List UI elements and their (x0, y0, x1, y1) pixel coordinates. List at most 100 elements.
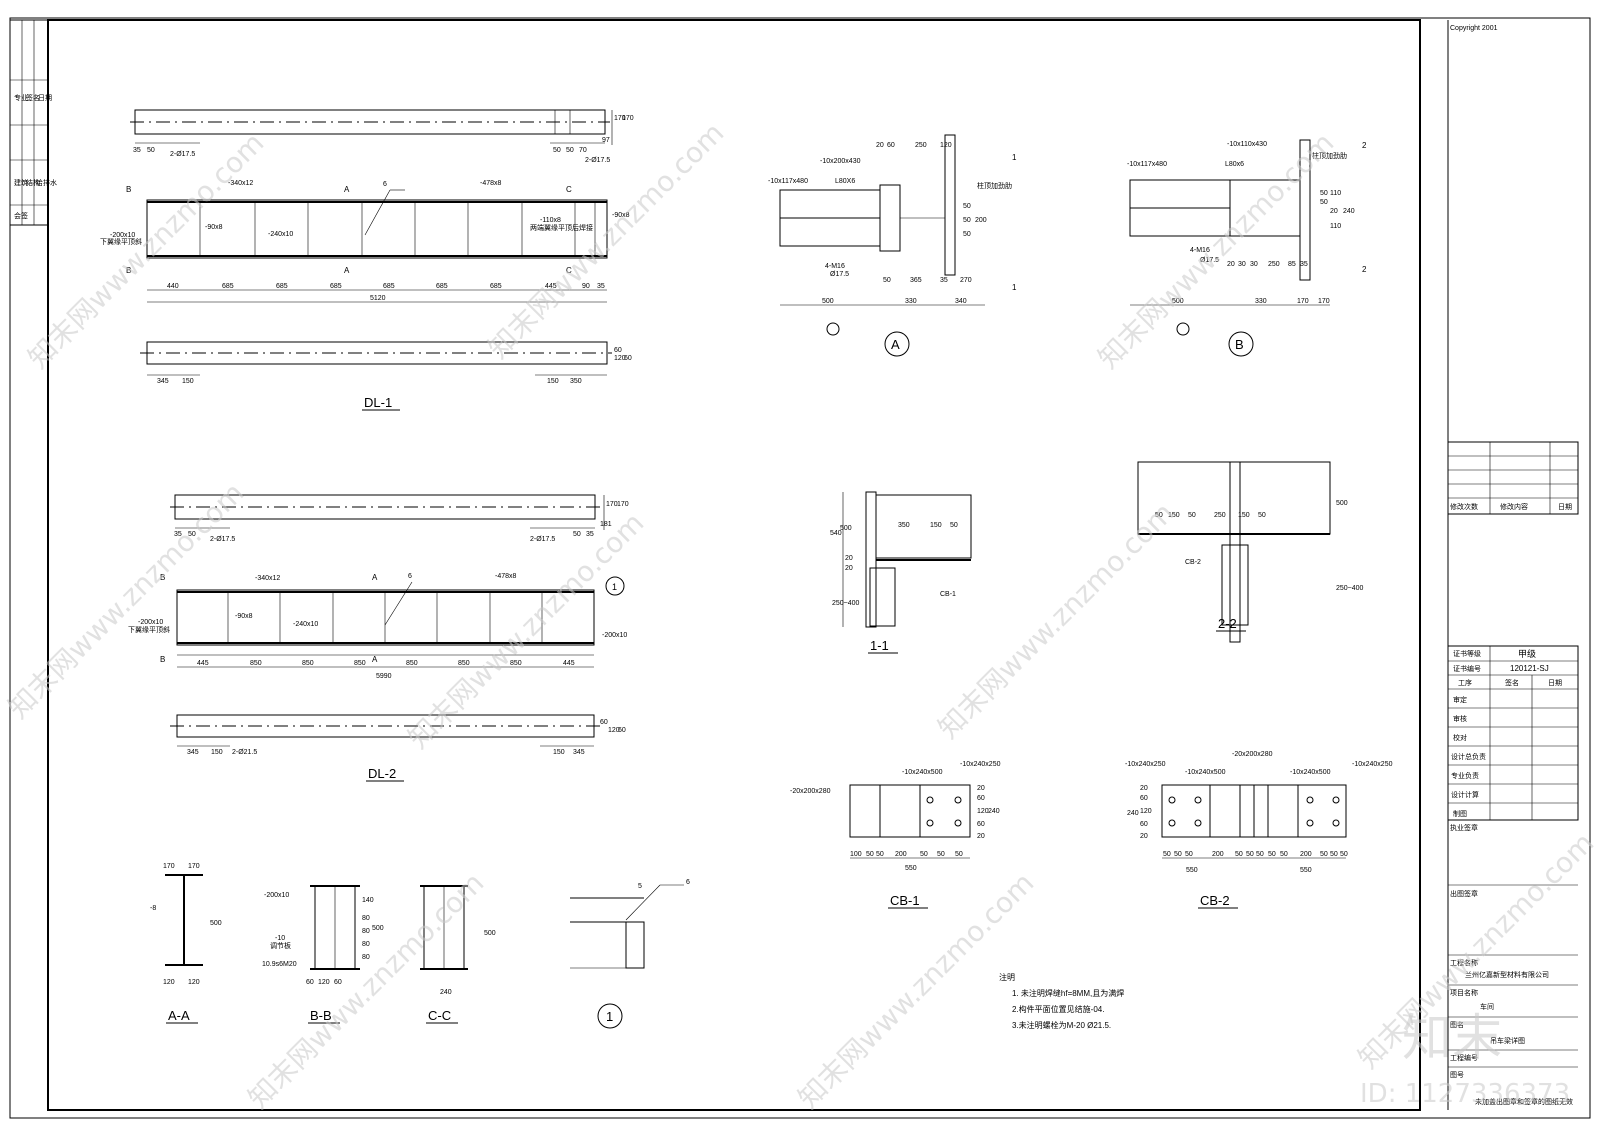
section-bb-title: B-B (310, 1008, 332, 1023)
strip-label: 专业 (14, 93, 28, 102)
dim: 50 (883, 277, 891, 284)
dim: 50 (1188, 512, 1196, 519)
brand-watermark: 知末网www.znzmo.com (22, 126, 271, 375)
copyright: Copyright 2001 (1450, 25, 1498, 32)
dim: 100 (850, 851, 862, 858)
dim: 50 (1235, 851, 1243, 858)
dim: 70 (579, 147, 587, 154)
dim: 35 (597, 283, 605, 290)
plate-label: -110x8 (540, 217, 561, 224)
dim: 35 (940, 277, 948, 284)
dl2-title: DL-2 (368, 766, 396, 781)
section-mark: A (344, 185, 350, 194)
dim: 250~400 (832, 600, 860, 607)
dim-total: 5120 (370, 295, 386, 302)
section-mark: B (160, 573, 165, 582)
seal-label: 执业签章 (1450, 823, 1478, 832)
dim: 80 (362, 954, 370, 961)
rev-header: 修改内容 (1500, 502, 1528, 511)
figure-label: 图号 (1450, 1071, 1464, 1079)
rev-header: 日期 (1558, 503, 1572, 511)
dim-total: 550 (905, 865, 917, 872)
dim: 35 (133, 147, 141, 154)
role: 设计计算 (1451, 790, 1479, 799)
dim: 60 (1140, 821, 1148, 828)
project-name: 兰州亿嘉新型材料有限公司 (1465, 970, 1549, 979)
dim: 110 (1330, 190, 1341, 197)
dim: 50 (950, 522, 958, 529)
plate-label: -200x10 (138, 619, 163, 626)
tag: CB-1 (940, 591, 956, 598)
plate-label: -340x12 (228, 180, 253, 187)
dim: 2-Ø21.5 (232, 749, 257, 756)
dim: 60 (306, 979, 314, 986)
dim: 850 (302, 660, 314, 667)
title-block: Copyright 2001 修改次数 修改内容 日期 证书等级 甲级 证书编号… (1447, 20, 1579, 1110)
note-item: 1. 未注明焊缝hf=8MM,且为满焊 (1012, 988, 1124, 998)
dim: 340 (955, 298, 967, 305)
dim: 685 (436, 283, 448, 290)
dim: 250 (915, 142, 927, 149)
dim: 445 (545, 283, 557, 290)
detail-b-label: B (1235, 337, 1244, 352)
dim: 20 (876, 142, 884, 149)
plate-label: -20x200x280 (790, 788, 831, 795)
cb2-group: -10x240x250 -10x240x500 -20x200x280 -10x… (1125, 751, 1393, 909)
dim: 330 (1255, 298, 1267, 305)
dim: 20 (845, 555, 853, 562)
dim: 35 (174, 531, 182, 538)
dim: 250 (1268, 261, 1280, 268)
dim: 2-Ø17.5 (210, 536, 235, 543)
dim: 240 (440, 989, 452, 996)
dim: 120 (163, 979, 175, 986)
dim: 20 (1227, 261, 1235, 268)
dl1-elevation (146, 199, 608, 259)
section-mark: 1 (1012, 153, 1017, 162)
dim: 170 (622, 115, 634, 122)
detail-a-label: A (891, 337, 900, 352)
dl1-title: DL-1 (364, 395, 392, 410)
detail-callout (605, 576, 625, 596)
dim: 500 (484, 930, 496, 937)
dim: 调节板 (270, 941, 291, 950)
dim: 50 (1155, 512, 1163, 519)
dim: 50 (566, 147, 574, 154)
dim: 170 (163, 863, 175, 870)
dim: 850 (406, 660, 418, 667)
section-mark: A (372, 655, 378, 664)
dim: 50 (937, 851, 945, 858)
cert-grade: 甲级 (1518, 648, 1536, 659)
role: 审定 (1453, 695, 1467, 704)
dim: 97 (602, 137, 610, 144)
dim: 250~400 (1336, 585, 1364, 592)
drawing-label: 图名 (1450, 1020, 1464, 1029)
dim: 20 (845, 565, 853, 572)
item-name: 车间 (1480, 1002, 1494, 1011)
note: 柱顶加劲肋 (1312, 151, 1347, 160)
dim: 240 (988, 808, 1000, 815)
plate-label: L80x6 (1225, 161, 1244, 168)
dim: -200x10 (264, 892, 289, 899)
dim: 60 (624, 355, 632, 362)
plate-label: -478x8 (480, 180, 502, 187)
dim: 20 (1140, 833, 1148, 840)
footer-note: 未加盖出图章和签章的图纸无效 (1475, 1097, 1573, 1106)
detail-label-circle (1228, 331, 1254, 357)
dim: 150 (1238, 512, 1250, 519)
strip-label: 签名 (26, 93, 40, 102)
plate-label: -10x240x250 (960, 761, 1001, 768)
dim: 2-Ø17.5 (530, 536, 555, 543)
dim: 330 (905, 298, 917, 305)
dim: 20 (1140, 785, 1148, 792)
role: 专业负责 (1451, 771, 1479, 780)
dim: 60 (618, 727, 626, 734)
item-label: 项目名称 (1450, 988, 1478, 997)
weld-size: 6 (383, 181, 387, 188)
role-header: 签名 (1505, 678, 1519, 687)
dim-total: 550 (1186, 867, 1198, 874)
section-mark: 2 (1362, 265, 1367, 274)
drawing-name: 吊车梁详图 (1490, 1036, 1525, 1045)
dim: 50 (1163, 851, 1171, 858)
detail-a-group: -10x117x480 -10x200x430 L80X6 4-M16 Ø17.… (768, 134, 1017, 357)
